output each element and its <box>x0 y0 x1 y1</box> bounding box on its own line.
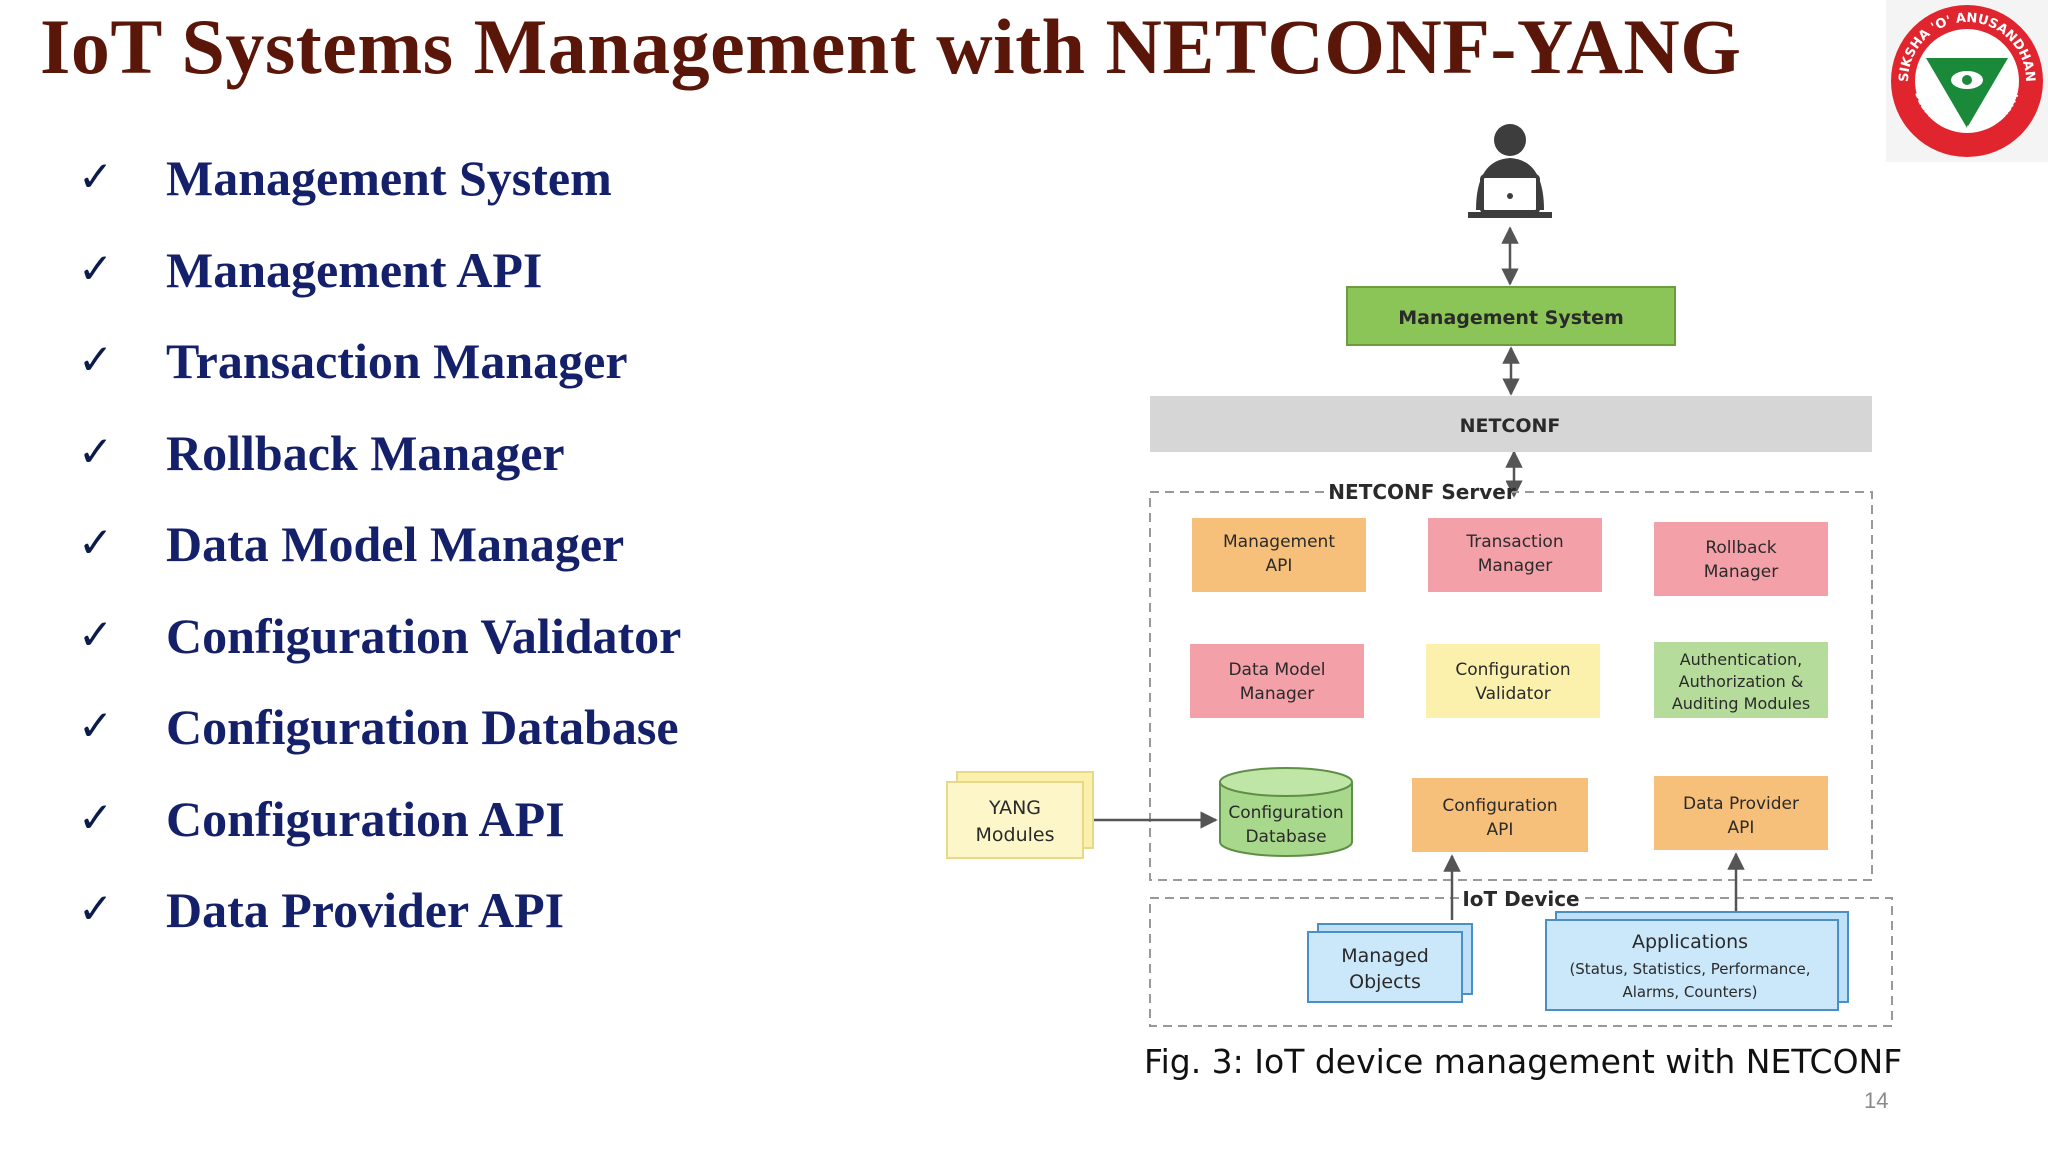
auth-modules-label: Authentication, <box>1680 650 1803 669</box>
data-provider-api-label: Data Provider <box>1683 794 1799 814</box>
configuration-api-label: API <box>1487 820 1514 840</box>
yang-modules-label: Modules <box>976 824 1055 846</box>
checkmark-icon: ✓ <box>78 426 114 476</box>
university-logo: SIKSHA 'O' ANUSANDHAN (DEEMED TO BE UNIV… <box>1886 0 2048 162</box>
netconf-server-label: NETCONF Server <box>1328 480 1516 504</box>
checkmark-icon: ✓ <box>78 335 114 384</box>
management-api-box: Management API <box>1192 518 1366 592</box>
user-laptop-icon <box>1468 124 1552 218</box>
data-provider-api-label: API <box>1728 818 1755 838</box>
netconf-band: NETCONF <box>1150 396 1872 452</box>
slide-title: IoT Systems Management with NETCONF-YANG <box>40 3 1742 90</box>
applications-label: (Status, Statistics, Performance, <box>1569 960 1810 978</box>
management-api-label: Management <box>1223 532 1335 552</box>
auth-modules-label: Auditing Modules <box>1672 694 1810 713</box>
auth-modules-box: Authentication, Authorization & Auditing… <box>1654 642 1828 718</box>
configuration-database-label: Database <box>1245 827 1326 847</box>
component-list: ✓ Management System ✓ Management API ✓ Tran… <box>78 148 681 972</box>
list-item-label: Management API <box>166 241 543 298</box>
rollback-manager-label: Rollback <box>1705 538 1776 558</box>
list-item-label: Data Model Manager <box>166 516 625 572</box>
managed-objects-box: Managed Objects <box>1307 923 1473 1003</box>
managed-objects-label: Managed <box>1341 945 1429 967</box>
configuration-validator-box: Configuration Validator <box>1426 644 1600 718</box>
management-api-label: API <box>1266 556 1293 576</box>
iot-device-container <box>1149 897 1893 1027</box>
managed-objects-label: Objects <box>1349 971 1421 993</box>
checkmark-icon: ✓ <box>78 701 114 750</box>
list-item: ✓ Data Model Manager <box>78 514 681 606</box>
netconf-label: NETCONF <box>1460 415 1561 437</box>
applications-label: Applications <box>1632 931 1748 953</box>
list-item: ✓ Rollback Manager <box>78 423 681 515</box>
configuration-validator-label: Validator <box>1475 684 1550 704</box>
data-model-manager-box: Data Model Manager <box>1190 644 1364 718</box>
iot-device-label: IoT Device <box>1462 887 1579 911</box>
rollback-manager-box: Rollback Manager <box>1654 522 1828 596</box>
list-item: ✓ Transaction Manager <box>78 331 681 423</box>
checkmark-icon: ✓ <box>78 152 114 201</box>
checkmark-icon: ✓ <box>78 792 114 842</box>
transaction-manager-label: Transaction <box>1465 532 1563 552</box>
list-item-label: Data Provider API <box>166 882 565 938</box>
configuration-validator-label: Configuration <box>1455 660 1570 680</box>
list-item: ✓ Configuration Validator <box>78 606 681 698</box>
list-item-label: Configuration Database <box>166 699 679 755</box>
page-number: 14 <box>1864 1088 1889 1113</box>
list-item: ✓ Configuration API <box>78 789 681 881</box>
rollback-manager-label: Manager <box>1704 562 1779 582</box>
configuration-api-label: Configuration <box>1442 796 1557 816</box>
checkmark-icon: ✓ <box>78 243 114 293</box>
checkmark-icon: ✓ <box>78 609 114 659</box>
netconf-server-container <box>1149 491 1873 881</box>
transaction-manager-box: Transaction Manager <box>1428 518 1602 592</box>
list-item-label: Rollback Manager <box>166 424 565 481</box>
transaction-manager-label: Manager <box>1478 556 1553 576</box>
list-item-label: Configuration API <box>166 790 565 847</box>
list-item: ✓ Data Provider API <box>78 880 681 972</box>
configuration-api-box: Configuration API <box>1412 778 1588 852</box>
data-provider-api-box: Data Provider API <box>1654 776 1828 850</box>
yang-modules-label: YANG <box>988 797 1041 819</box>
list-item: ✓ Management API <box>78 240 681 332</box>
yang-modules-box: YANG Modules <box>946 771 1094 859</box>
figure-caption: Fig. 3: IoT device management with NETCO… <box>1144 1042 1903 1081</box>
applications-box: Applications (Status, Statistics, Perfor… <box>1545 911 1849 1011</box>
list-item: ✓ Configuration Database <box>78 697 681 789</box>
checkmark-icon: ✓ <box>78 518 114 567</box>
list-item-label: Management System <box>166 150 612 206</box>
list-item: ✓ Management System <box>78 148 681 240</box>
checkmark-icon: ✓ <box>78 884 114 933</box>
configuration-database-cylinder: Configuration Database <box>1219 767 1353 857</box>
management-system-box: Management System <box>1346 286 1676 346</box>
data-model-manager-label: Manager <box>1240 684 1315 704</box>
configuration-database-label: Configuration <box>1228 803 1343 823</box>
list-item-label: Transaction Manager <box>166 333 628 389</box>
data-model-manager-label: Data Model <box>1228 660 1325 680</box>
list-item-label: Configuration Validator <box>166 607 682 664</box>
management-system-label: Management System <box>1398 307 1624 329</box>
auth-modules-label: Authorization & <box>1679 672 1804 691</box>
applications-label: Alarms, Counters) <box>1622 983 1757 1001</box>
